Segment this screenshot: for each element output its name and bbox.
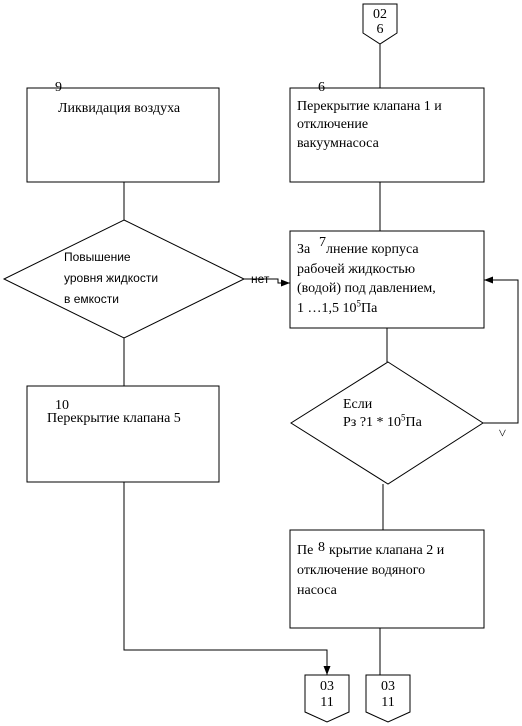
block-7-pressure-exp: 5 xyxy=(356,298,362,309)
decision-left-line-3: в емкости xyxy=(64,292,119,306)
decision-right-unit: Па xyxy=(405,415,422,430)
block-10-number: 10 xyxy=(55,398,69,413)
decision-right-line-2: Рз ?1 * 105Па xyxy=(343,412,422,431)
block-6-line-1: Перекрытие клапана 1 и xyxy=(297,99,442,114)
block-9-box xyxy=(26,87,220,183)
block-10-box xyxy=(26,385,220,483)
arrow-net-to-7 xyxy=(244,278,290,287)
block-8-line-3: насоса xyxy=(297,583,337,598)
block-8-line-1-end: крытие клапана 2 и xyxy=(329,543,445,558)
block-8-line-1-start: Пе xyxy=(297,543,314,558)
block-9-text: Ликвидация воздуха xyxy=(58,101,181,116)
decision-right-branch-label: < xyxy=(495,429,511,437)
decision-right-line-1: Если xyxy=(343,397,373,412)
decision-left-line-2: уровня жидкости xyxy=(64,271,159,285)
connector-bottom-left-shape xyxy=(304,674,350,723)
arrow-10-to-connector xyxy=(123,482,331,675)
block-7-pressure-unit: Па xyxy=(361,301,378,316)
block-7-line-2: рабочей жидкостью xyxy=(297,262,416,277)
decision-right-condition: Рз ?1 * 10 xyxy=(343,415,402,430)
block-8-number: 8 xyxy=(317,540,326,555)
block-7-line-4: 1 …1,5 105Па xyxy=(297,298,378,317)
block-7-pressure-base: 1 …1,5 10 xyxy=(297,301,357,316)
decision-right-exp: 5 xyxy=(401,412,406,423)
block-6-number: 6 xyxy=(318,80,325,95)
decision-left-line-1: Повышение xyxy=(64,250,131,264)
block-6-line-2: отключение xyxy=(297,117,369,132)
connector-bottom-right-label-1: 03 xyxy=(381,679,395,694)
connector-bottom-right-label-2: 11 xyxy=(381,695,395,710)
connector-bottom-left-label-1: 03 xyxy=(320,679,334,694)
block-9-number: 9 xyxy=(55,80,62,95)
block-6-box xyxy=(289,87,485,183)
decision-right-shape xyxy=(290,361,484,485)
block-10-text: Перекрытие клапана 5 xyxy=(47,411,181,426)
connector-bottom-right-shape xyxy=(365,674,411,723)
arrow-loop-to-7 xyxy=(483,276,519,424)
connector-bottom-left-label-2: 11 xyxy=(320,695,334,710)
block-7-line-3: (водой) под давлением, xyxy=(297,281,436,296)
block-7-line-1-end: лнение корпуса xyxy=(326,242,419,257)
block-6-line-3: вакуумнасоса xyxy=(297,136,379,151)
decision-left-branch-label: нет xyxy=(251,272,270,286)
connector-top-label-2: 6 xyxy=(376,22,384,37)
block-7-line-1-start: За xyxy=(297,242,311,257)
connector-top-label-1: 02 xyxy=(373,7,387,22)
connector-top-shape xyxy=(362,3,398,45)
block-7-number: 7 xyxy=(318,235,327,250)
block-8-line-2: отключение водяного xyxy=(297,563,426,578)
